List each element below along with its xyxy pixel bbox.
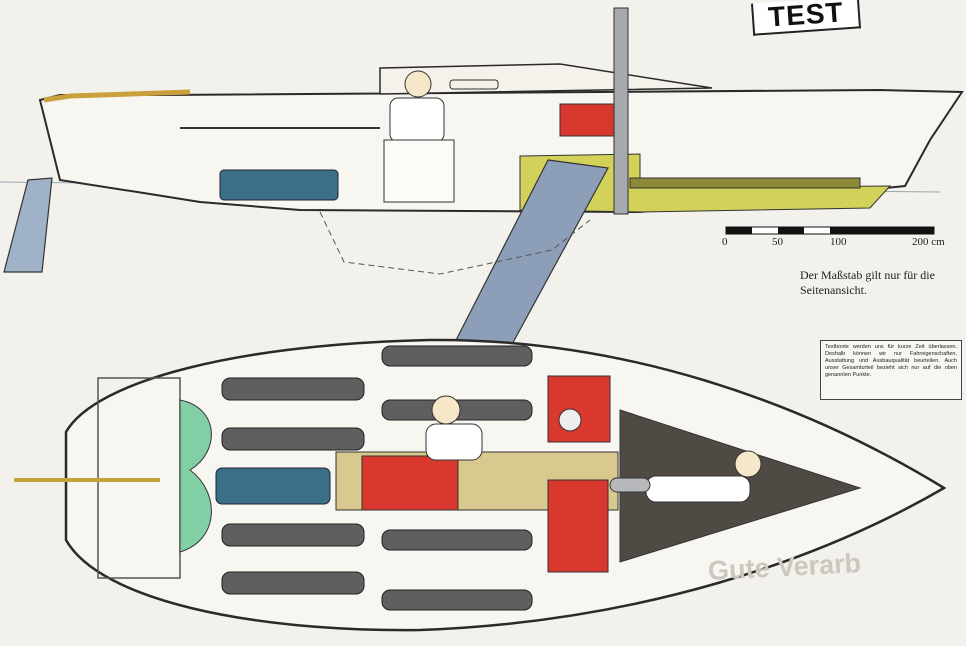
scale-tick-100: 100 xyxy=(830,236,847,248)
side-red-cushion xyxy=(559,103,615,137)
scale-bar xyxy=(725,226,935,235)
scale-caption: Der Maßstab gilt nur für die Seitenansic… xyxy=(800,268,935,297)
scale-tick-50: 50 xyxy=(772,236,783,248)
test-note: Testboote werden uns für kurze Zeit über… xyxy=(820,340,962,400)
top-engine xyxy=(215,467,331,505)
deckhouse xyxy=(379,63,713,95)
person-lying-figure xyxy=(645,450,762,503)
fuel-tank xyxy=(179,399,212,553)
side-view xyxy=(3,7,964,349)
galley-stove xyxy=(547,375,611,443)
side-window xyxy=(449,79,499,90)
galley-sink xyxy=(558,408,582,432)
scale-tick-0: 0 xyxy=(722,236,728,248)
side-engine xyxy=(219,169,339,201)
top-red-cushion-left xyxy=(361,455,459,511)
berth-cushion xyxy=(629,177,861,189)
scale-tick-200: 200 cm xyxy=(912,236,945,248)
person-seated-figure xyxy=(383,70,455,203)
mast xyxy=(613,7,629,215)
top-red-cushion-right xyxy=(547,479,609,573)
person-standing-figure xyxy=(425,395,483,461)
mast-base xyxy=(609,477,651,493)
top-view xyxy=(14,338,947,632)
rudder xyxy=(3,177,53,273)
alt-keel-outline xyxy=(319,211,591,275)
stern-rail xyxy=(43,89,191,103)
